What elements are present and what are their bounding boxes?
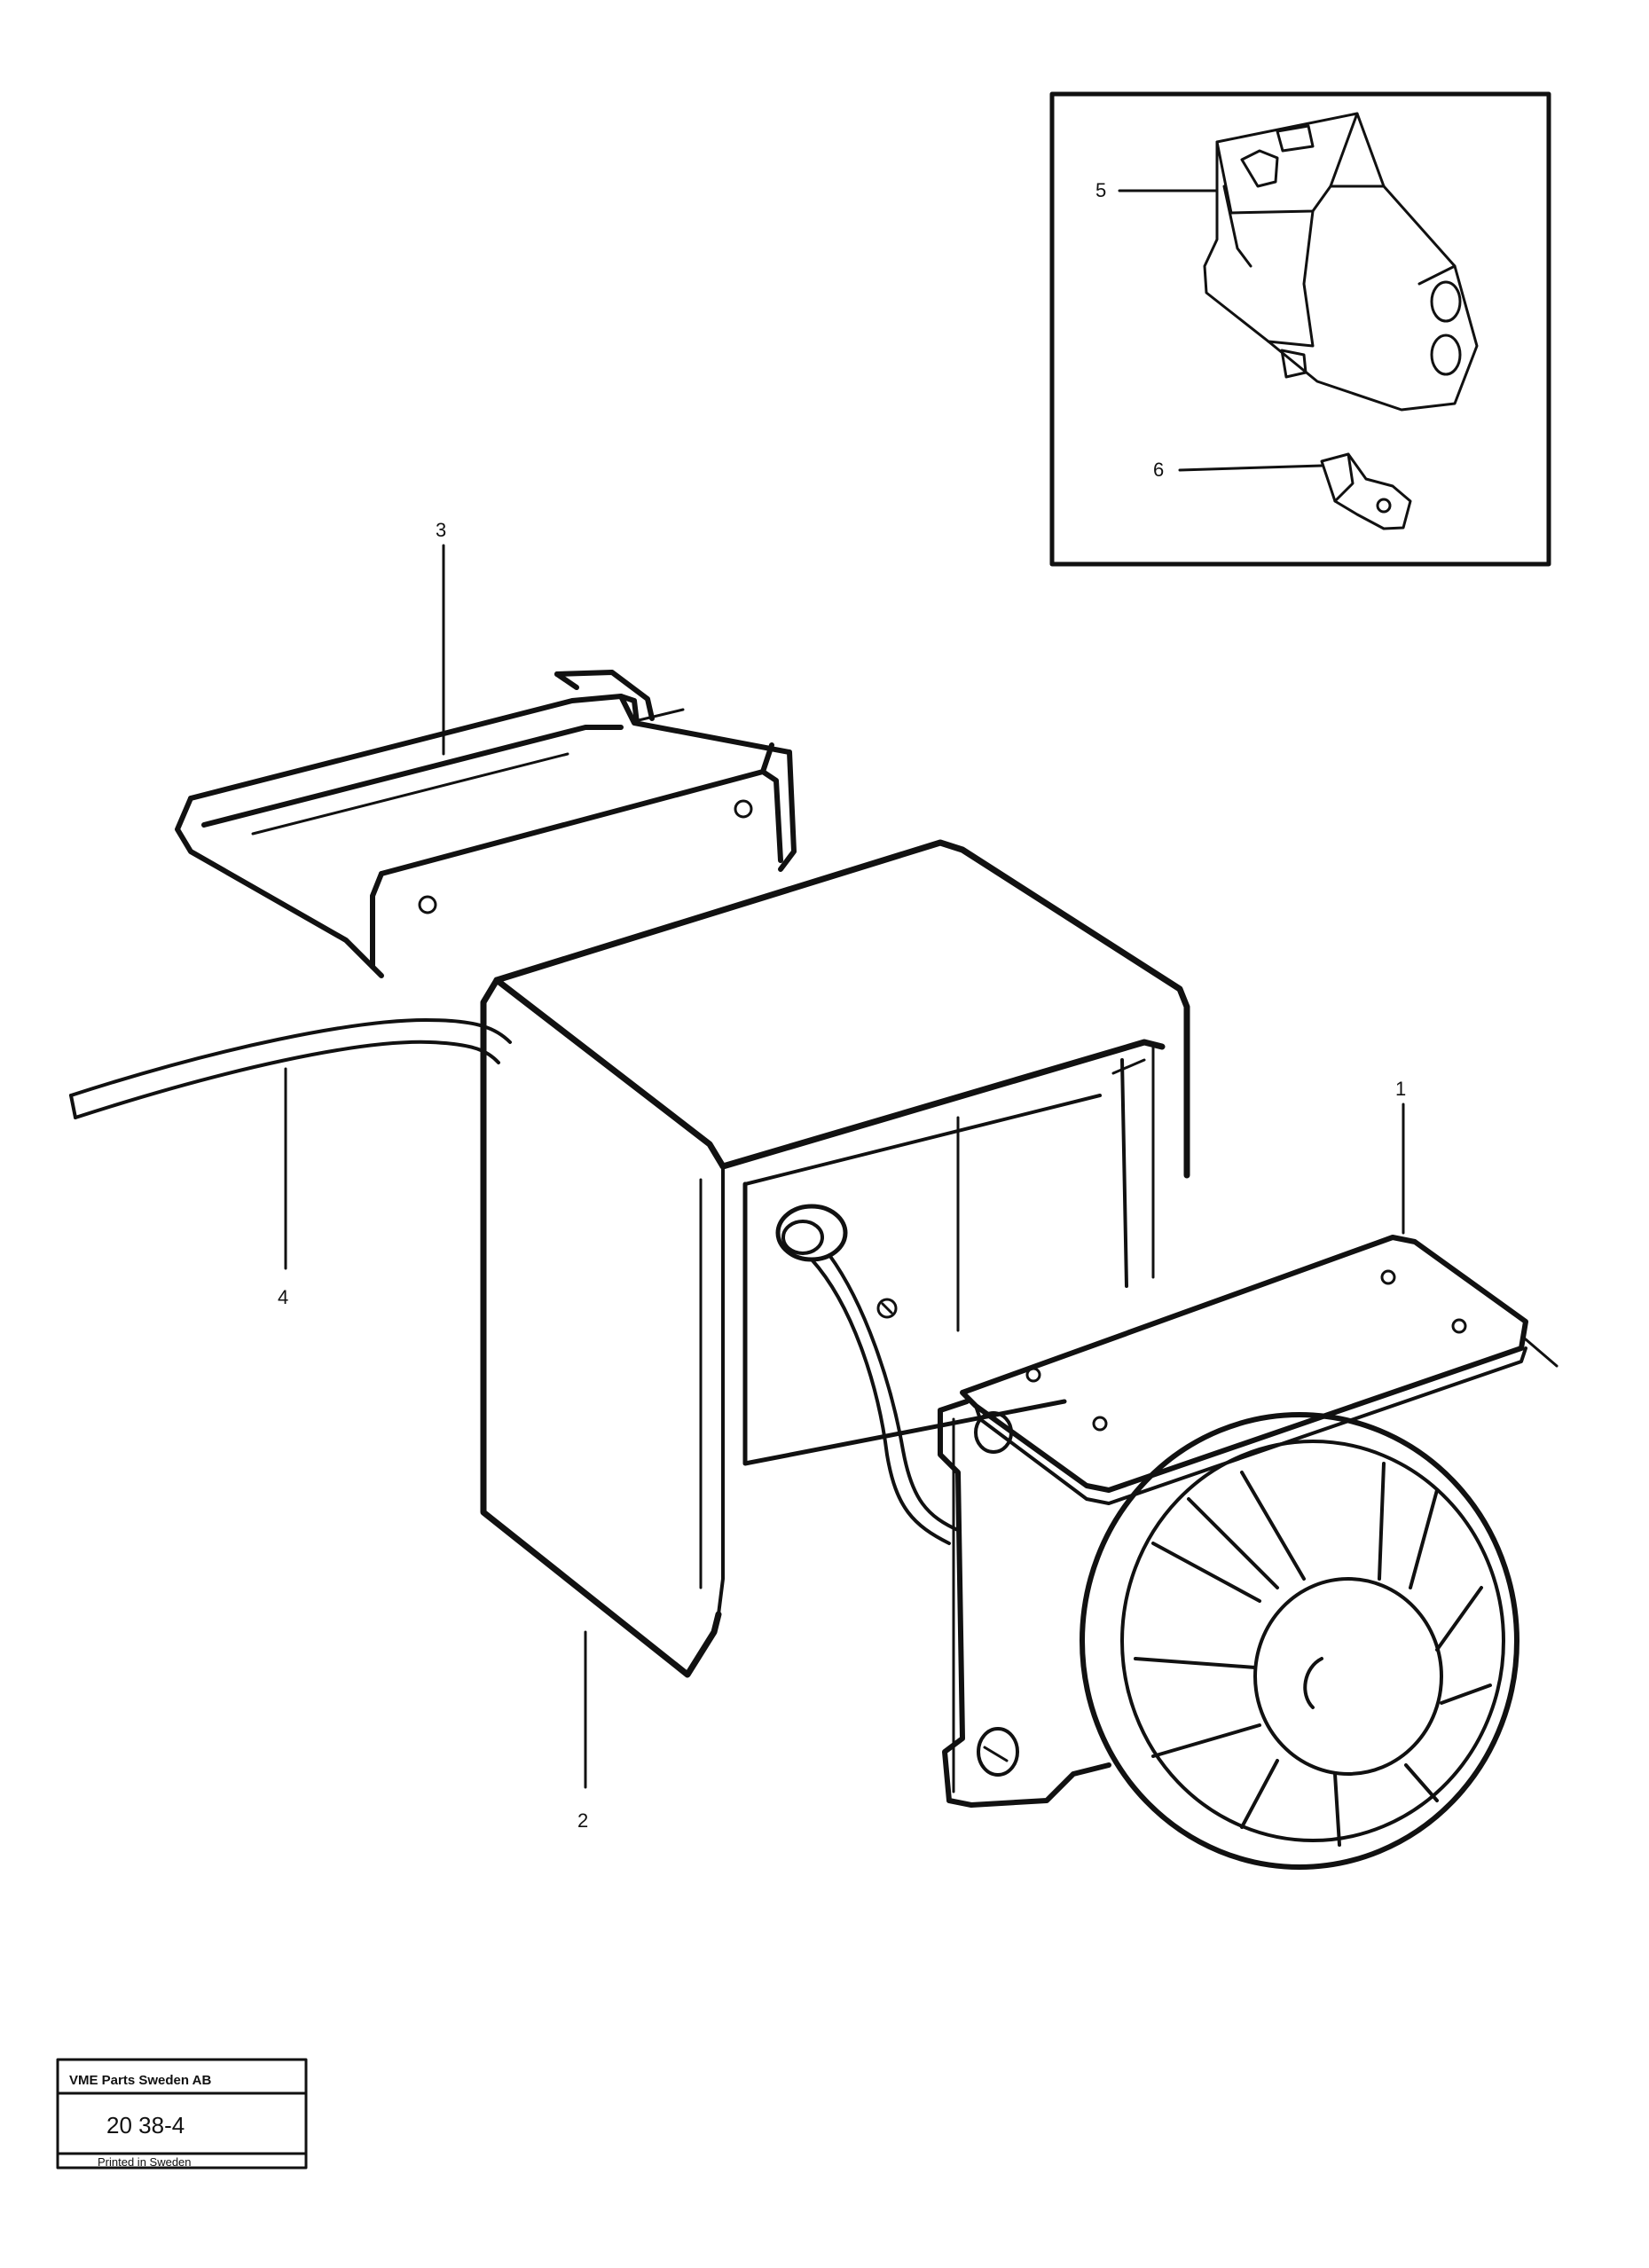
callout-1: 1: [1395, 1078, 1406, 1100]
callout-3: 3: [436, 519, 446, 541]
cover-housing-part: [480, 839, 1190, 1678]
horn-part: [938, 1235, 1559, 1870]
callout-6: 6: [1153, 459, 1164, 481]
stamp-code: 20 38-4: [106, 2112, 185, 2139]
callout-5: 5: [1095, 179, 1106, 201]
cable-part: [69, 1018, 512, 1119]
terminal-part: [1320, 452, 1412, 530]
stamp-company: VME Parts Sweden AB: [69, 2073, 211, 2088]
stamp-footer: Printed in Sweden: [98, 2155, 192, 2169]
relay-connector-part: [1203, 112, 1479, 412]
inset-detail: 5 6: [1049, 91, 1551, 567]
mounting-bracket-part: [175, 670, 797, 978]
leader-6: [1178, 464, 1323, 472]
callout-2: 2: [577, 1809, 588, 1832]
drawing-stamp: [56, 2058, 308, 2170]
callout-4: 4: [278, 1286, 288, 1308]
wire: [810, 1253, 962, 1545]
